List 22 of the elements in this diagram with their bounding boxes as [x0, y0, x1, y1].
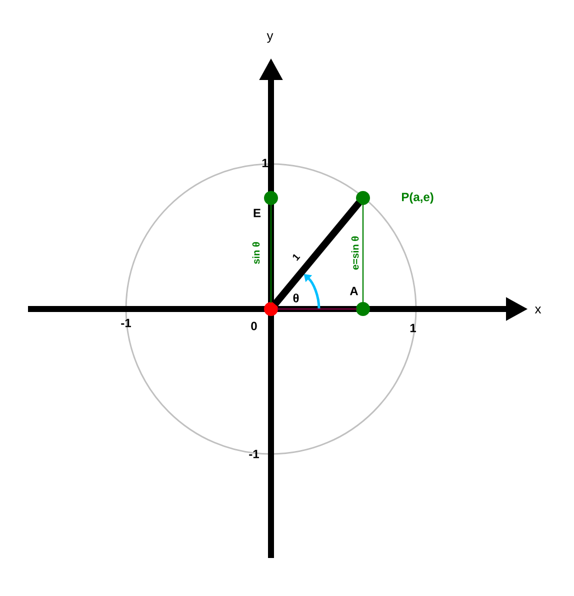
point-dot	[356, 302, 370, 316]
radius-line	[272, 200, 362, 306]
edge-label: sin θ	[252, 242, 260, 264]
segment-line	[270, 204, 272, 303]
axis-label: x	[534, 306, 542, 314]
segment-line	[362, 204, 364, 303]
point-label: 0	[251, 322, 257, 330]
point-dot	[356, 191, 370, 205]
point-label: P(a,e)	[402, 192, 434, 204]
tick-label: 1	[262, 158, 268, 168]
tick-label: -1	[121, 318, 131, 328]
segment-line	[277, 308, 357, 310]
angle-label: θ	[293, 294, 299, 302]
point-dot	[264, 191, 278, 205]
edge-label: 1	[292, 254, 300, 261]
edge-label: e=sin θ	[351, 236, 359, 270]
point-label: E	[254, 208, 261, 218]
point-dot	[264, 302, 278, 316]
tick-label: 1	[410, 324, 416, 332]
axis-label: y	[266, 33, 274, 43]
point-label: A	[350, 286, 358, 296]
tick-label: -1	[249, 450, 259, 458]
